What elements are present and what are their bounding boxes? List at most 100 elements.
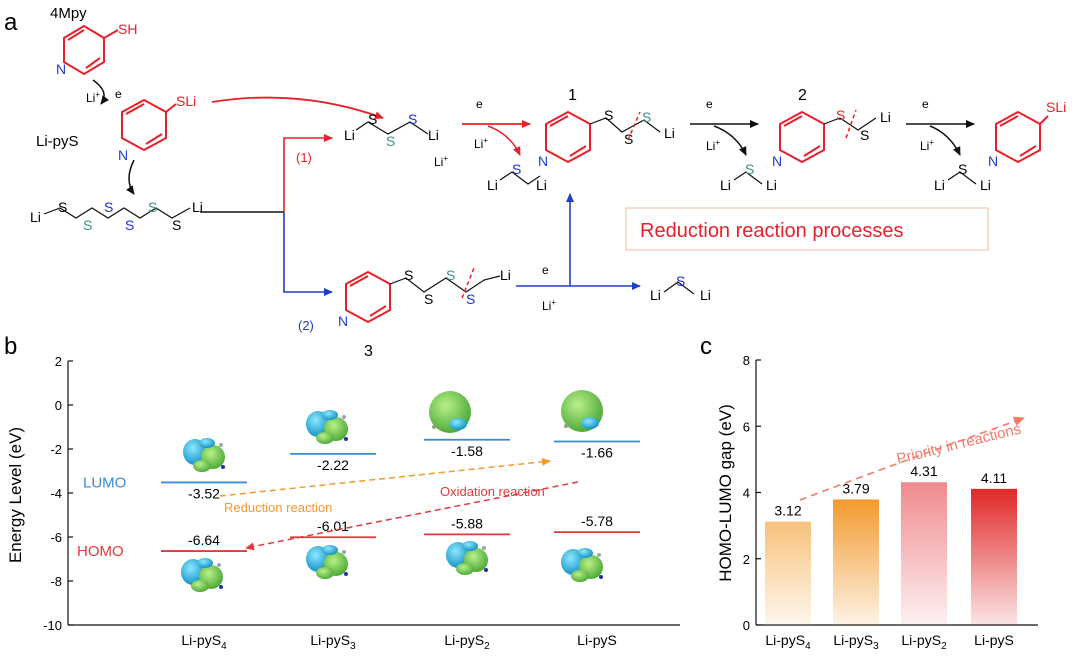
e-label-4: e — [922, 97, 929, 111]
energy-level-marks: -3.52-2.22-1.58-1.66-6.64-6.01-5.88-5.78… — [77, 438, 640, 560]
svg-text:S: S — [125, 217, 134, 233]
gap-bar-3 — [971, 488, 1017, 625]
priority-label: Priority in reactions — [895, 421, 1023, 468]
intermediate-2-ring — [779, 110, 825, 164]
panel-c-label: c — [700, 333, 712, 360]
svg-text:S: S — [446, 267, 455, 283]
li2s-molecule-3: Li S Li — [650, 273, 711, 303]
svg-text:Li: Li — [344, 127, 355, 143]
priority-arrow — [799, 416, 1025, 501]
final-lipys-ring — [995, 110, 1049, 164]
arrow-lipys-to-polysulfide — [126, 159, 135, 195]
gap-bar-value-label: 3.79 — [842, 480, 869, 496]
gap-bar-1 — [833, 499, 879, 625]
e-label-2: e — [476, 97, 483, 111]
svg-text:S: S — [83, 217, 92, 233]
arrow-1-to-li2s — [713, 125, 747, 156]
svg-text:Li: Li — [664, 125, 675, 141]
arrow-4mpy-reduction — [92, 79, 109, 105]
gap-xtick-label: Li-pyS4 — [765, 632, 811, 652]
svg-text:Li: Li — [880, 109, 891, 125]
n-label-4mpy: N — [56, 61, 66, 77]
homo-orbital-lipys2 — [446, 541, 488, 575]
reduction-process-label: Reduction reaction processes — [640, 220, 903, 242]
oxidation-reaction-arrow — [245, 481, 579, 551]
svg-text:S: S — [860, 127, 869, 143]
fourmpy-label: 4Mpy — [50, 5, 87, 22]
svg-text:Li: Li — [720, 177, 731, 193]
lipys-label: Li-pyS — [36, 133, 79, 150]
n-label-1: N — [538, 153, 548, 169]
svg-text:S: S — [604, 107, 613, 123]
energy-ytick-label: -4 — [50, 486, 62, 501]
n-label-lipys: N — [118, 147, 128, 163]
gap-bar-value-label: 4.31 — [910, 463, 937, 479]
e-label-5: e — [542, 263, 549, 277]
n-label-2: N — [772, 153, 782, 169]
gap-ytick-label: 4 — [743, 486, 750, 501]
arrow-lipys-to-li2s3 — [211, 96, 384, 120]
gap-ylabel: HOMO-LUMO gap (eV) — [716, 404, 735, 582]
path-1-label: (1) — [296, 150, 312, 165]
reaction-scheme: a 4Mpy SH N e Li+ SLi N Li-pyS Li S S — [4, 5, 1066, 360]
intermediate-3-ring — [345, 270, 391, 324]
path-2-label: (2) — [298, 318, 314, 333]
intermediate-3-chain: S S S S Li — [389, 267, 511, 307]
energy-ylabel: Energy Level (eV) — [6, 427, 25, 563]
li2s-molecule-2: Li S Li — [934, 161, 991, 193]
fourmpy-ring — [63, 24, 119, 76]
arrow-path-1 — [283, 134, 333, 212]
svg-text:Li: Li — [980, 177, 991, 193]
svg-text:S: S — [148, 199, 157, 215]
svg-text:S: S — [404, 267, 413, 283]
energy-level-chart: b Energy Level (eV) 20-2-4-6-8-10Li-pyS4… — [4, 333, 680, 652]
li2s-molecule-1: Li S Li — [720, 161, 777, 193]
n-label-final: N — [988, 153, 998, 169]
lumo-series-label: LUMO — [83, 474, 126, 491]
lumo-value-label: -1.58 — [451, 443, 483, 459]
panel-a-label: a — [4, 9, 18, 36]
svg-text:S: S — [836, 107, 845, 123]
svg-text:Li: Li — [766, 177, 777, 193]
lipys-ring — [121, 98, 177, 152]
arrow-path-2 — [283, 212, 333, 296]
gap-xtick-label: Li-pyS3 — [833, 632, 879, 652]
homo-orbital-lipys — [561, 548, 603, 582]
gap-ytick-label: 2 — [743, 552, 750, 567]
sli-label-final: SLi — [1046, 99, 1066, 115]
svg-text:Li: Li — [192, 199, 203, 215]
homo-orbital-lipys4 — [181, 558, 223, 592]
sh-label: SH — [118, 21, 137, 37]
lumo-orbital-lipys4 — [183, 438, 225, 472]
gap-bar-value-label: 3.12 — [774, 503, 801, 519]
svg-text:S: S — [368, 111, 377, 127]
gap-ytick-label: 0 — [743, 618, 750, 633]
energy-xtick-label: Li-pyS — [577, 632, 617, 648]
energy-xtick-label: Li-pyS3 — [310, 632, 356, 652]
lumo-value-label: -1.66 — [581, 445, 613, 461]
energy-xtick-label: Li-pyS2 — [444, 632, 490, 652]
svg-text:S: S — [512, 161, 521, 177]
li2s2-molecule: Li S Li — [487, 161, 547, 193]
svg-text:Li: Li — [536, 177, 547, 193]
svg-text:Li: Li — [487, 177, 498, 193]
reduction-process-box — [625, 207, 989, 251]
li-plus-label-2: Li+ — [434, 154, 448, 169]
energy-ytick-label: 2 — [55, 354, 62, 369]
energy-ytick-label: -6 — [50, 530, 62, 545]
li-plus-label-1: Li+ — [86, 90, 100, 105]
intermediate-3-label: 3 — [364, 343, 373, 360]
svg-text:Li: Li — [700, 287, 711, 303]
svg-text:S: S — [958, 161, 967, 177]
oxidation-reaction-label: Oxidation reaction — [440, 484, 545, 499]
gap-bar-2 — [901, 482, 947, 625]
li-plus-label-5: Li+ — [920, 138, 934, 153]
gap-bar-0 — [765, 521, 811, 625]
li2s3-molecule: Li S S S Li — [344, 111, 439, 149]
gap-xtick-label: Li-pyS — [974, 632, 1014, 648]
sli-label-lipys: SLi — [176, 93, 196, 109]
e-label-1: e — [115, 87, 122, 101]
intermediate-2-chain: S S Li — [823, 107, 891, 143]
